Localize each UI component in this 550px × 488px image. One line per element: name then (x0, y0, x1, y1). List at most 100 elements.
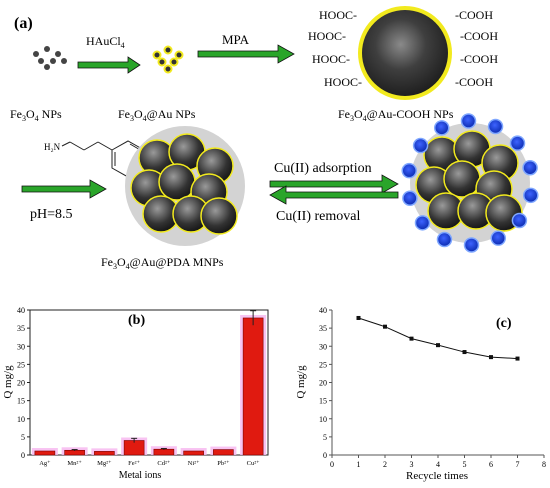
bar (213, 449, 234, 456)
core-particle (158, 163, 196, 201)
core-particle (443, 160, 481, 198)
y-tick-label: 35 (319, 324, 327, 333)
reagent-hauc14: HAuCl4 (86, 34, 125, 50)
label-fe3o4-au-pda-mnps: Fe3O4@Au@PDA MNPs (101, 255, 224, 271)
chart-b-ylabel: Q mg/g (2, 365, 14, 399)
cu-loaded-cluster (401, 113, 539, 253)
series-line (358, 317, 518, 360)
label-fe3o4-au-cooh-nps: Fe3O4@Au-COOH NPs (338, 107, 454, 123)
core-particle (200, 197, 238, 235)
ph-condition: pH=8.5 (30, 207, 73, 222)
cooh-right-labels: -COOH -COOH -COOH -COOH (455, 8, 498, 89)
y-tick-label: 0 (323, 451, 327, 460)
line-chart-recycle: 0 5 10 15 20 25 30 35 40 0 1 2 3 4 5 6 7 8 (c) Recycle ti… (295, 306, 546, 482)
svg-text:-COOH: -COOH (455, 75, 493, 89)
x-tick-label: 6 (489, 460, 493, 469)
data-point (409, 336, 414, 341)
x-tick-label: 0 (330, 460, 334, 469)
cu-ion (460, 113, 477, 129)
cu-ion (509, 135, 526, 151)
x-tick-label: 3 (410, 460, 414, 469)
x-tick-label: Pb²⁺ (217, 460, 230, 467)
data-point (436, 343, 440, 348)
x-tick-label: Mn²⁺ (67, 460, 82, 467)
x-tick-label: 2 (383, 460, 387, 469)
fe3o4-au-nanoparticles (152, 45, 184, 74)
arrow-cu-removal (269, 185, 399, 205)
cu-ion (402, 190, 418, 207)
x-tick-label: 1 (357, 460, 361, 469)
cu-ion (414, 215, 431, 231)
bar (34, 450, 56, 456)
cu-ion (487, 118, 504, 135)
y-tick-label: 25 (17, 360, 25, 369)
reagent-mpa: MPA (222, 32, 250, 47)
y-tick-label: 5 (21, 433, 25, 442)
y-tick-label: 0 (21, 451, 25, 460)
svg-text:-COOH: -COOH (455, 8, 493, 22)
cu-ion (490, 230, 507, 246)
y-tick-label: 10 (17, 415, 25, 424)
x-tick-label: 5 (463, 460, 467, 469)
synthesis-scheme: (a) HAuCl4 MPA HOOC- HOOC- HOOC- HOOC- (10, 6, 539, 271)
svg-text:HOOC-: HOOC- (319, 8, 357, 22)
cu-ion (522, 159, 538, 176)
y-tick-label: 40 (17, 306, 25, 315)
data-point (383, 324, 387, 329)
panel-label-b: (b) (128, 313, 145, 328)
x-tick-label: 7 (516, 460, 520, 469)
cu-removal-label: Cu(II) removal (276, 209, 360, 224)
y-tick-label: 20 (17, 379, 25, 388)
y-tick-label: 30 (17, 342, 25, 351)
y-tick-label: 35 (17, 324, 25, 333)
pda-mnp-cluster (125, 126, 245, 246)
arrow-cu-adsorption (269, 174, 399, 194)
cu-ion (412, 137, 429, 154)
y-tick-label: 15 (319, 397, 327, 406)
y-tick-label: 15 (17, 397, 25, 406)
data-point (356, 315, 361, 320)
bar (183, 450, 204, 456)
label-fe3o4-au-nps: Fe3O4@Au NPs (118, 107, 196, 123)
cu-ion (436, 231, 453, 248)
x-tick-label: Fe²⁺ (128, 460, 140, 467)
svg-text:HOOC-: HOOC- (308, 29, 346, 43)
y-tick-label: 30 (319, 342, 327, 351)
data-point (462, 350, 467, 355)
arrow-pda (21, 179, 107, 199)
arrow-hauc14 (77, 56, 141, 74)
fe3o4-au-cooh-particle (358, 6, 452, 100)
fe3o4-nanoparticles (33, 46, 67, 70)
bar (242, 317, 264, 456)
x-tick-label: 4 (436, 460, 440, 469)
bar (153, 448, 175, 456)
svg-text:-COOH: -COOH (460, 52, 498, 66)
cu-ion (511, 212, 528, 229)
cu-adsorption-label: Cu(II) adsorption (274, 161, 372, 176)
y-tick-label: 40 (319, 306, 327, 315)
x-tick-label: Ni²⁺ (188, 460, 200, 467)
cu-ion (401, 162, 417, 179)
plot-frame (29, 309, 269, 456)
arrow-mpa (197, 44, 295, 64)
cooh-left-labels: HOOC- HOOC- HOOC- HOOC- (308, 8, 362, 89)
cu-ion (523, 187, 539, 204)
y-tick-label: 5 (323, 433, 327, 442)
cu-ion (433, 120, 450, 136)
data-point (515, 356, 520, 361)
x-tick-label: Cu²⁺ (247, 460, 261, 467)
y-tick-label: 10 (319, 415, 327, 424)
x-tick-label: 8 (542, 460, 546, 469)
x-tick-label: Mg²⁺ (97, 460, 112, 467)
chart-c-ylabel: Q mg/g (295, 365, 307, 399)
svg-text:-COOH: -COOH (460, 29, 498, 43)
x-tick-label: Cd²⁺ (157, 460, 171, 467)
cu-ion (463, 237, 480, 253)
dopamine-nh2: H₂N (44, 142, 61, 152)
y-tick-label: 25 (319, 360, 327, 369)
chart-c-xlabel: Recycle times (406, 470, 468, 482)
panel-label-c: (c) (496, 316, 512, 331)
y-tick-label: 20 (319, 379, 327, 388)
bar (94, 451, 115, 456)
